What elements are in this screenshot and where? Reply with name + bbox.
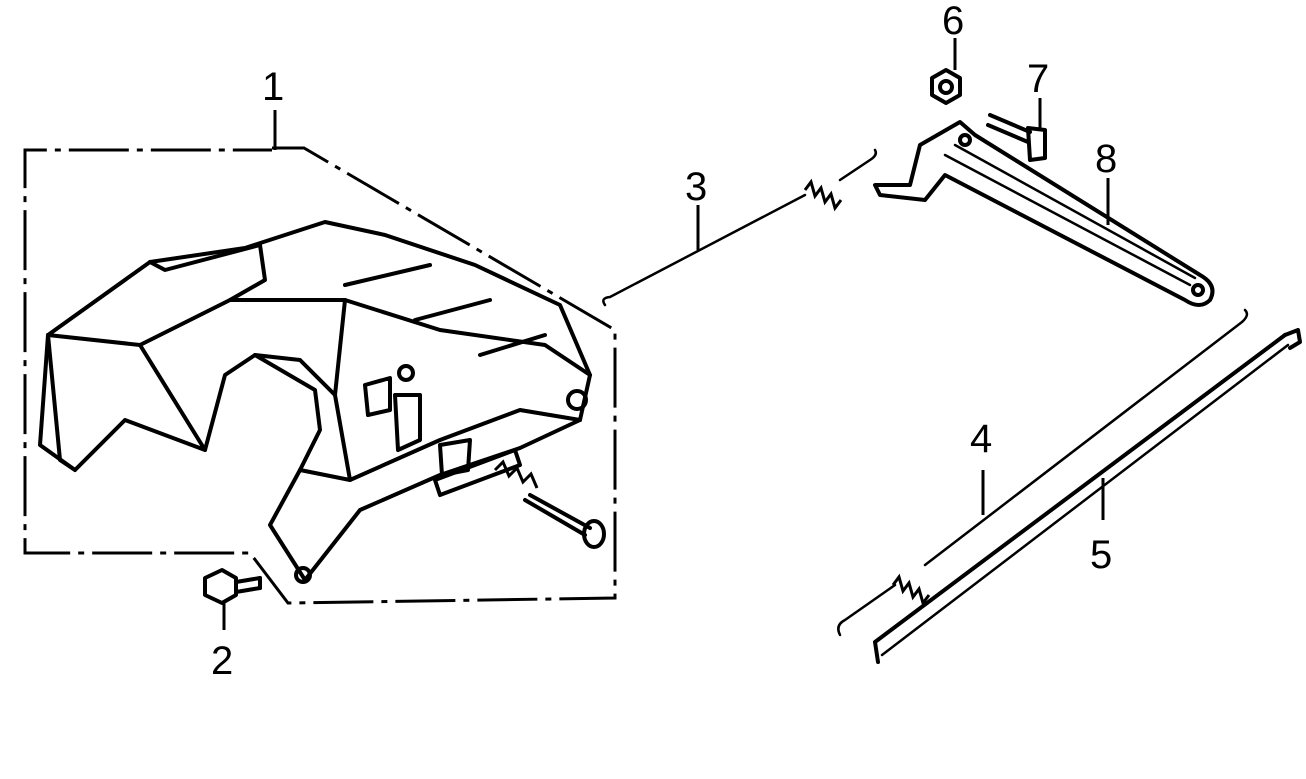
callout-7: 7 <box>1027 57 1049 101</box>
cover-body <box>38 220 592 584</box>
callout-6: 6 <box>942 0 964 43</box>
part-8-lever-arm: 8 <box>873 120 1215 307</box>
cover-spring-and-bolt <box>493 459 606 549</box>
part-5-rod: 5 <box>873 328 1302 664</box>
part-2-flange-bolt: 2 <box>203 568 262 683</box>
part-3-spring-rod: 3 <box>602 148 878 307</box>
part-7-bolt: 7 <box>986 57 1049 162</box>
part-6-nut: 6 <box>930 0 964 105</box>
assembly-boundary-line <box>23 146 617 605</box>
callout-2: 2 <box>211 639 233 683</box>
callout-3: 3 <box>685 165 707 209</box>
part-4-spring-rod: 4 <box>837 308 1249 637</box>
callout-4: 4 <box>970 417 992 461</box>
callout-5: 5 <box>1090 533 1112 577</box>
callout-1: 1 <box>262 65 284 109</box>
part-1-cover-assembly: 1 <box>23 65 617 605</box>
callout-8: 8 <box>1095 137 1117 181</box>
